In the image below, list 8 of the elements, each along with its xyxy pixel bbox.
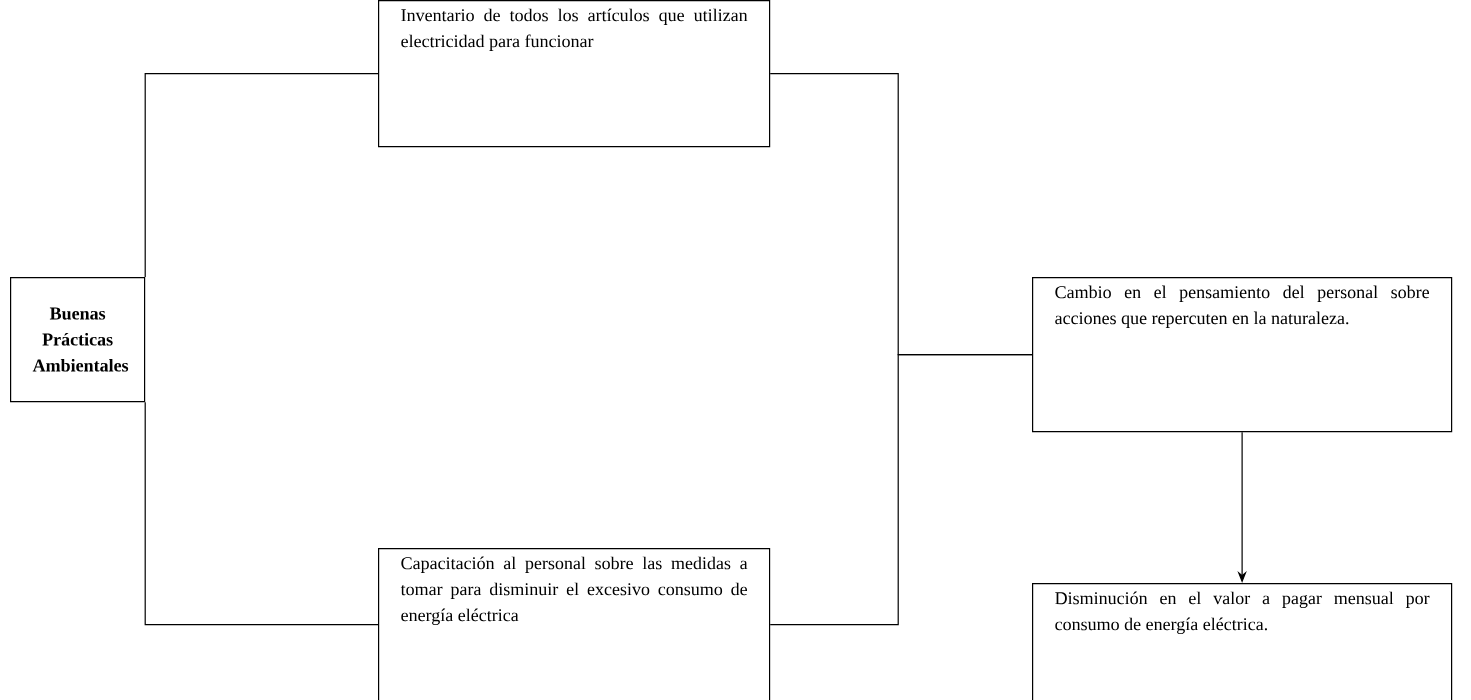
text-box: Inventario de todos los artículos que utilizan electricidad para funcionar — [378, 0, 771, 148]
text-box: Capacitación al personal sobre las medidas a tomar para disminuir el excesivo consumo de energía eléctrica — [378, 548, 771, 700]
text-box: Cambio en el pensamiento del personal sobre acciones que repercuten en la naturaleza. — [1032, 277, 1453, 433]
connector-line — [144, 401, 379, 626]
text-box: Buenas Prácticas Ambientales — [10, 277, 146, 403]
connector-line — [144, 73, 379, 278]
text-box: Disminución en el valor a pagar mensual por consumo de energía eléctrica. — [1032, 583, 1453, 700]
connector-line — [769, 354, 1033, 626]
